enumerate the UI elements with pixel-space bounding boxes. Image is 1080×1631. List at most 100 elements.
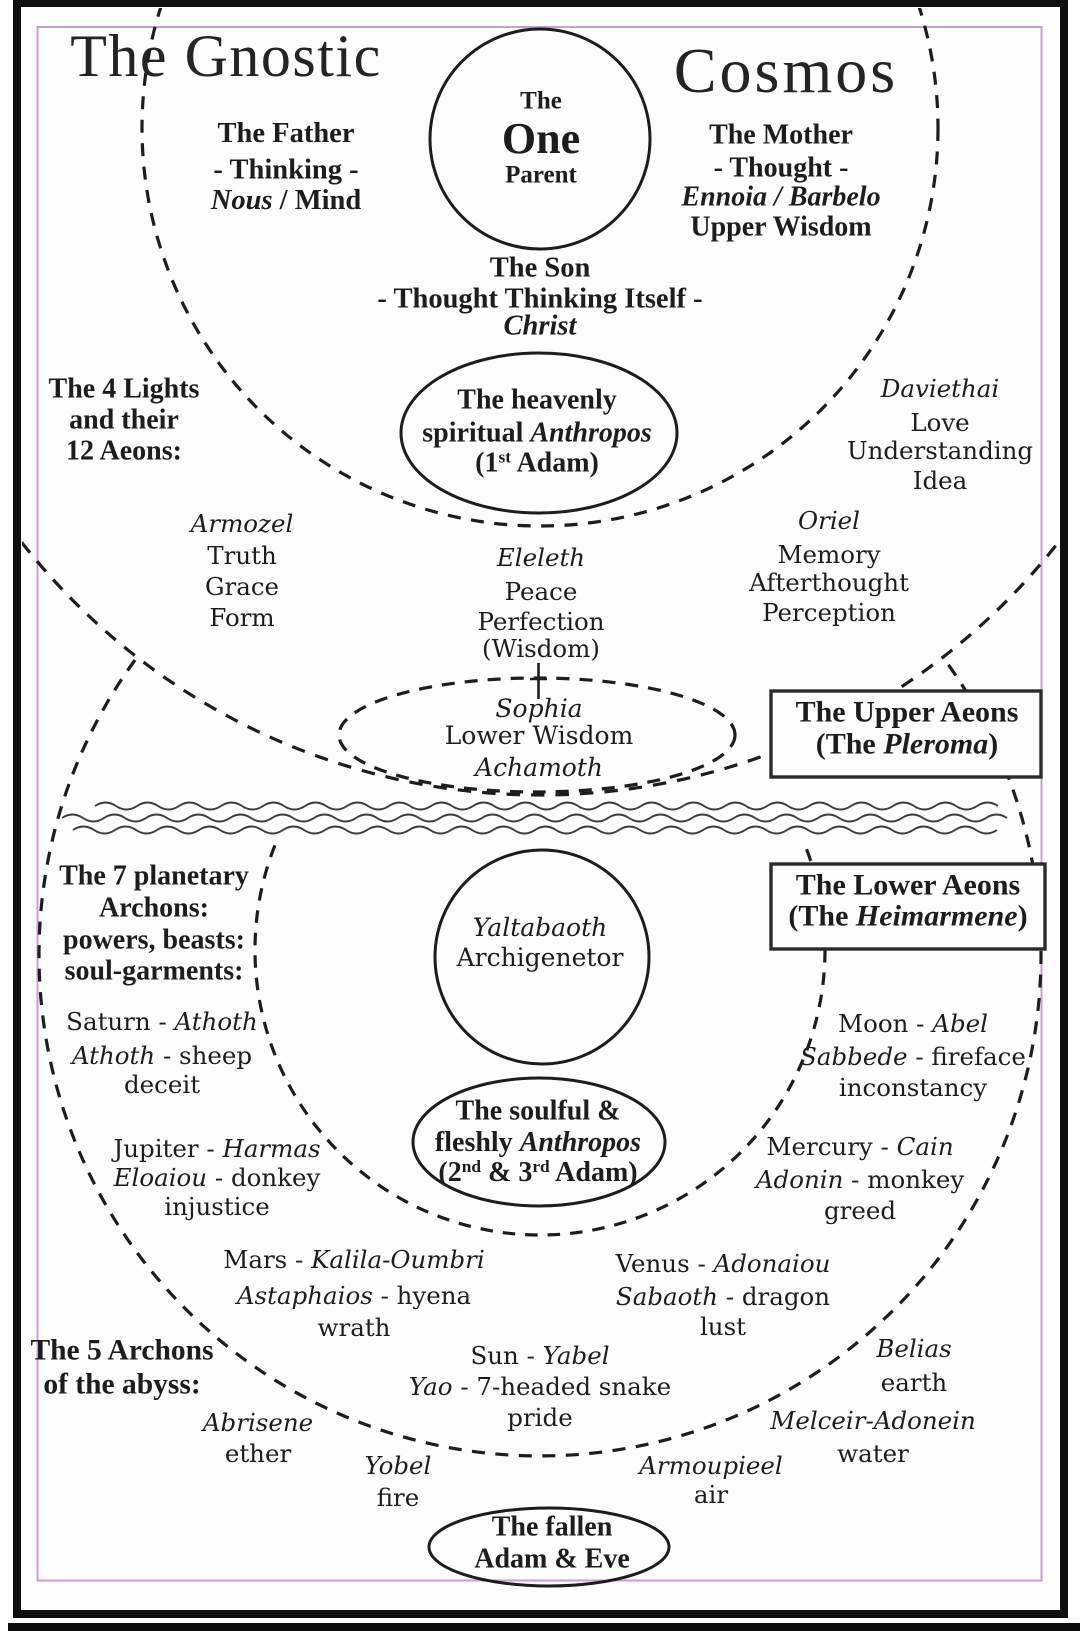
label-seg: nd — [462, 1157, 482, 1176]
label-son-line-3: Christ — [504, 311, 578, 342]
label-seg: and their — [69, 404, 179, 435]
waters-wave-1 — [94, 801, 999, 811]
label-four-lights-line-3: 12 Aeons: — [66, 435, 182, 466]
label-seg: ) — [1018, 900, 1028, 933]
label-seg: Idea — [913, 466, 967, 495]
label-seg: Venus - — [615, 1249, 714, 1278]
label-sophia-line-2: Lower Wisdom — [445, 721, 634, 750]
label-seg: The soulful & — [456, 1095, 621, 1126]
label-seg: Truth — [207, 541, 277, 570]
label-seg: fleshly — [435, 1127, 520, 1158]
label-seg: The 7 planetary — [59, 860, 249, 891]
label-fallen-line-2: Adam & Eve — [474, 1543, 630, 1574]
label-moon-line-3: inconstancy — [839, 1073, 987, 1102]
label-seg: Upper Wisdom — [690, 211, 871, 242]
label-seg: The — [520, 87, 562, 114]
label-eleleth-line-1: Eleleth — [496, 543, 585, 572]
label-heavenly-line-1: The heavenly — [457, 384, 616, 415]
label-daviethai-line-1: Daviethai — [880, 374, 1000, 403]
label-seg: The Mother — [709, 119, 853, 150]
label-seg: Armoupieel — [637, 1451, 783, 1480]
label-sun-line-3: pride — [507, 1403, 572, 1432]
label-seg: of the abyss: — [43, 1368, 200, 1400]
label-lower-aeons-line-1: The Lower Aeons — [796, 869, 1020, 902]
label-seg: (Wisdom) — [482, 634, 600, 663]
label-mother-line-3: Ennoia / Barbelo — [680, 181, 880, 212]
label-seg: Peace — [505, 577, 578, 606]
label-saturn-line-1: Saturn - Athoth — [66, 1007, 258, 1036]
label-seg: Heimarmene — [855, 900, 1018, 933]
label-one-one-line-1: One — [502, 114, 580, 163]
fallen-adam-eve-ellipse — [427, 1506, 671, 1588]
label-father-line-3: Nous / Mind — [210, 185, 362, 216]
label-seg: Love — [910, 408, 969, 437]
label-seg: soul-garments: — [65, 955, 244, 986]
label-seg: water — [837, 1439, 909, 1468]
label-yaltabaoth-line-2: Archigenetor — [456, 943, 624, 972]
label-jupiter-line-1: Jupiter - Harmas — [110, 1134, 320, 1163]
label-seg: deceit — [124, 1070, 200, 1099]
bottom-black-strip — [8, 1623, 1080, 1631]
label-seg: - monkey — [843, 1165, 964, 1194]
label-oriel-line-2: Memory — [777, 540, 880, 569]
label-yobel-line-1: Yobel — [365, 1451, 432, 1480]
label-seg: st — [498, 447, 511, 466]
label-five-archons-line-2: of the abyss: — [43, 1368, 200, 1400]
label-seg: Pleroma — [882, 728, 988, 761]
heimarmene-dashed-circle — [37, 659, 1043, 1458]
label-seg: - donkey — [207, 1163, 320, 1192]
label-belias-line-2: earth — [881, 1368, 948, 1397]
label-upper-aeons-line-1: The Upper Aeons — [796, 696, 1019, 729]
label-seg: Melceir-Adonein — [769, 1406, 976, 1435]
label-seg: - fireface — [908, 1042, 1026, 1071]
label-heavenly-line-2: spiritual Anthropos — [422, 417, 652, 448]
label-seg: Adam) — [511, 447, 599, 478]
label-mercury-line-3: greed — [824, 1196, 896, 1225]
label-seg: lust — [700, 1312, 746, 1341]
label-seg: Adonin — [754, 1165, 844, 1194]
label-sun-line-2: Yao - 7-headed snake — [409, 1372, 671, 1401]
inner-pink-border — [36, 26, 1043, 1582]
label-seg: Sabaoth — [616, 1282, 718, 1311]
label-four-lights-line-2: and their — [69, 404, 179, 435]
label-sophia-line-1: Sophia — [495, 694, 582, 723]
lower-aeons-box — [769, 862, 1047, 951]
label-mars-line-3: wrath — [318, 1313, 391, 1342]
label-seg: The Lower Aeons — [796, 869, 1020, 902]
upper-aeons-box — [769, 689, 1043, 779]
label-seg: The 4 Lights — [49, 373, 200, 404]
label-father-line-1: The Father — [218, 118, 355, 149]
label-seg: Athoth — [70, 1041, 155, 1070]
label-armoupieel-line-1: Armoupieel — [637, 1451, 783, 1480]
label-seg: Nous — [210, 185, 273, 216]
label-seg: Mars - — [223, 1245, 311, 1274]
label-seg: injustice — [164, 1192, 269, 1221]
label-saturn-line-3: deceit — [124, 1070, 200, 1099]
label-seg: Perception — [762, 598, 896, 627]
label-seg: Memory — [777, 540, 880, 569]
outer-frame — [13, 0, 1068, 1618]
label-seg: The Father — [218, 118, 355, 149]
sophia-connector-cross — [530, 663, 547, 699]
label-seg: Armozel — [189, 509, 294, 538]
label-seg: The Son — [490, 253, 591, 284]
label-sophia-line-3: Achamoth — [473, 753, 603, 782]
label-armozel-line-4: Form — [209, 603, 274, 632]
label-seg: Anthropos — [528, 417, 651, 448]
label-seg: Parent — [505, 161, 577, 188]
label-seg: greed — [824, 1196, 896, 1225]
waters-wave-3 — [72, 825, 998, 835]
label-seg: pride — [507, 1403, 572, 1432]
label-melceir-line-1: Melceir-Adonein — [769, 1406, 976, 1435]
label-seg: Yobel — [365, 1451, 432, 1480]
label-eleleth-line-2: Peace — [505, 577, 578, 606]
label-seg: & 3 — [481, 1157, 532, 1188]
label-seg: Understanding — [847, 436, 1033, 465]
label-soulful-line-1: The soulful & — [456, 1095, 621, 1126]
label-venus-line-1: Venus - Adonaiou — [615, 1249, 831, 1278]
label-lower-aeons-line-2: (The Heimarmene) — [788, 900, 1027, 933]
label-seven-archons-line-3: powers, beasts: — [63, 924, 245, 955]
label-seg: wrath — [318, 1313, 391, 1342]
label-four-lights-line-1: The 4 Lights — [49, 373, 200, 404]
